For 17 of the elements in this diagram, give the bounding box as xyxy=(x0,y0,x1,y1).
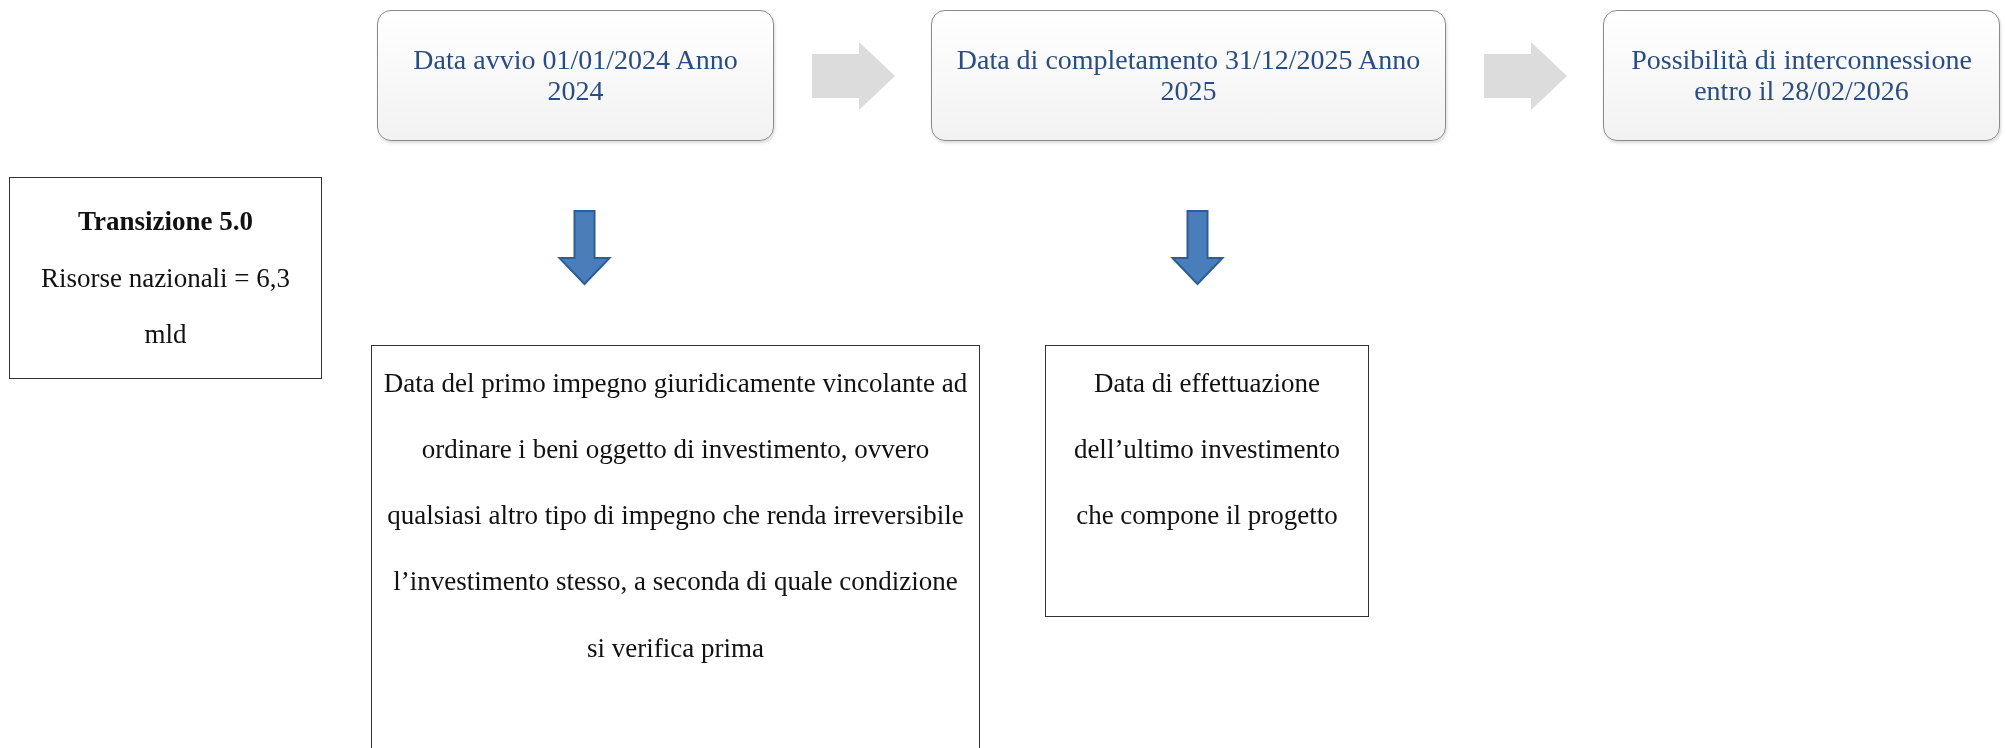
block-arrow xyxy=(557,210,612,286)
box-text: Possibilità di interconnessione entro il 28/02/2026 xyxy=(1630,44,1973,107)
box-title: Transizione 5.0 xyxy=(78,204,253,238)
box-text: Data del primo impegno giuridicamente vincolante ad ordinare i beni oggetto di investimento, ovvero qualsiasi altro tipo di impegno che renda irreversibile l’investimento stesso, a seconda di quale condizione si verifica prima xyxy=(382,367,969,665)
block-arrow xyxy=(1170,210,1225,286)
text-box xyxy=(1603,10,2000,141)
text-box xyxy=(931,10,1446,141)
block-arrow xyxy=(812,42,895,110)
text-box xyxy=(1045,345,1369,617)
text-box xyxy=(377,10,774,141)
text-box xyxy=(9,177,322,379)
text-box xyxy=(371,345,980,748)
box-text: Data avvio 01/01/2024 Anno 2024 xyxy=(412,44,739,107)
box-text: Data di completamento 31/12/2025 Anno 2025 xyxy=(955,44,1422,107)
box-text: Data di effettuazione dell’ultimo investimento che compone il progetto xyxy=(1072,367,1342,533)
block-arrow xyxy=(1484,42,1567,110)
box-text: Risorse nazionali = 6,3 mld xyxy=(39,261,292,352)
